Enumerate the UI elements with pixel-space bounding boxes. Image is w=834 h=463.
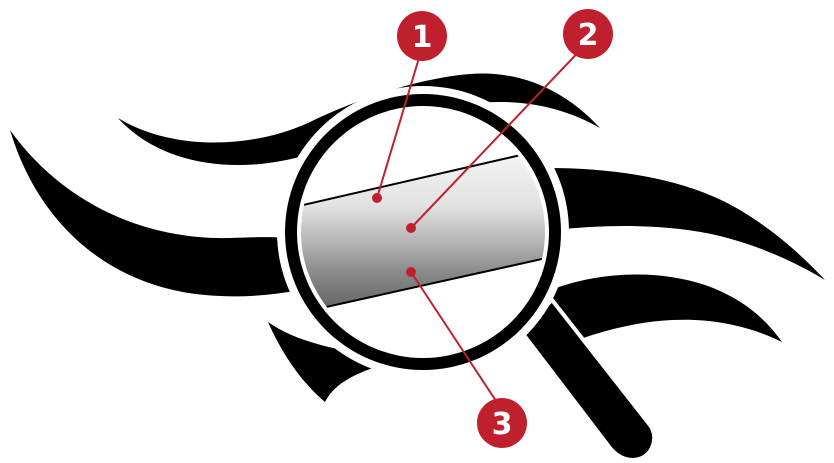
leader-dot-1 bbox=[372, 193, 382, 203]
leader-dot-2 bbox=[406, 223, 416, 233]
callout-2: 2 bbox=[563, 9, 613, 59]
swoosh-middle-right bbox=[548, 168, 825, 280]
callout-2-label: 2 bbox=[578, 18, 599, 53]
callout-1-label: 1 bbox=[412, 20, 433, 55]
callout-1: 1 bbox=[397, 11, 447, 61]
callout-3-label: 3 bbox=[492, 407, 513, 442]
leader-dot-3 bbox=[406, 267, 416, 277]
callout-3: 3 bbox=[477, 398, 527, 448]
